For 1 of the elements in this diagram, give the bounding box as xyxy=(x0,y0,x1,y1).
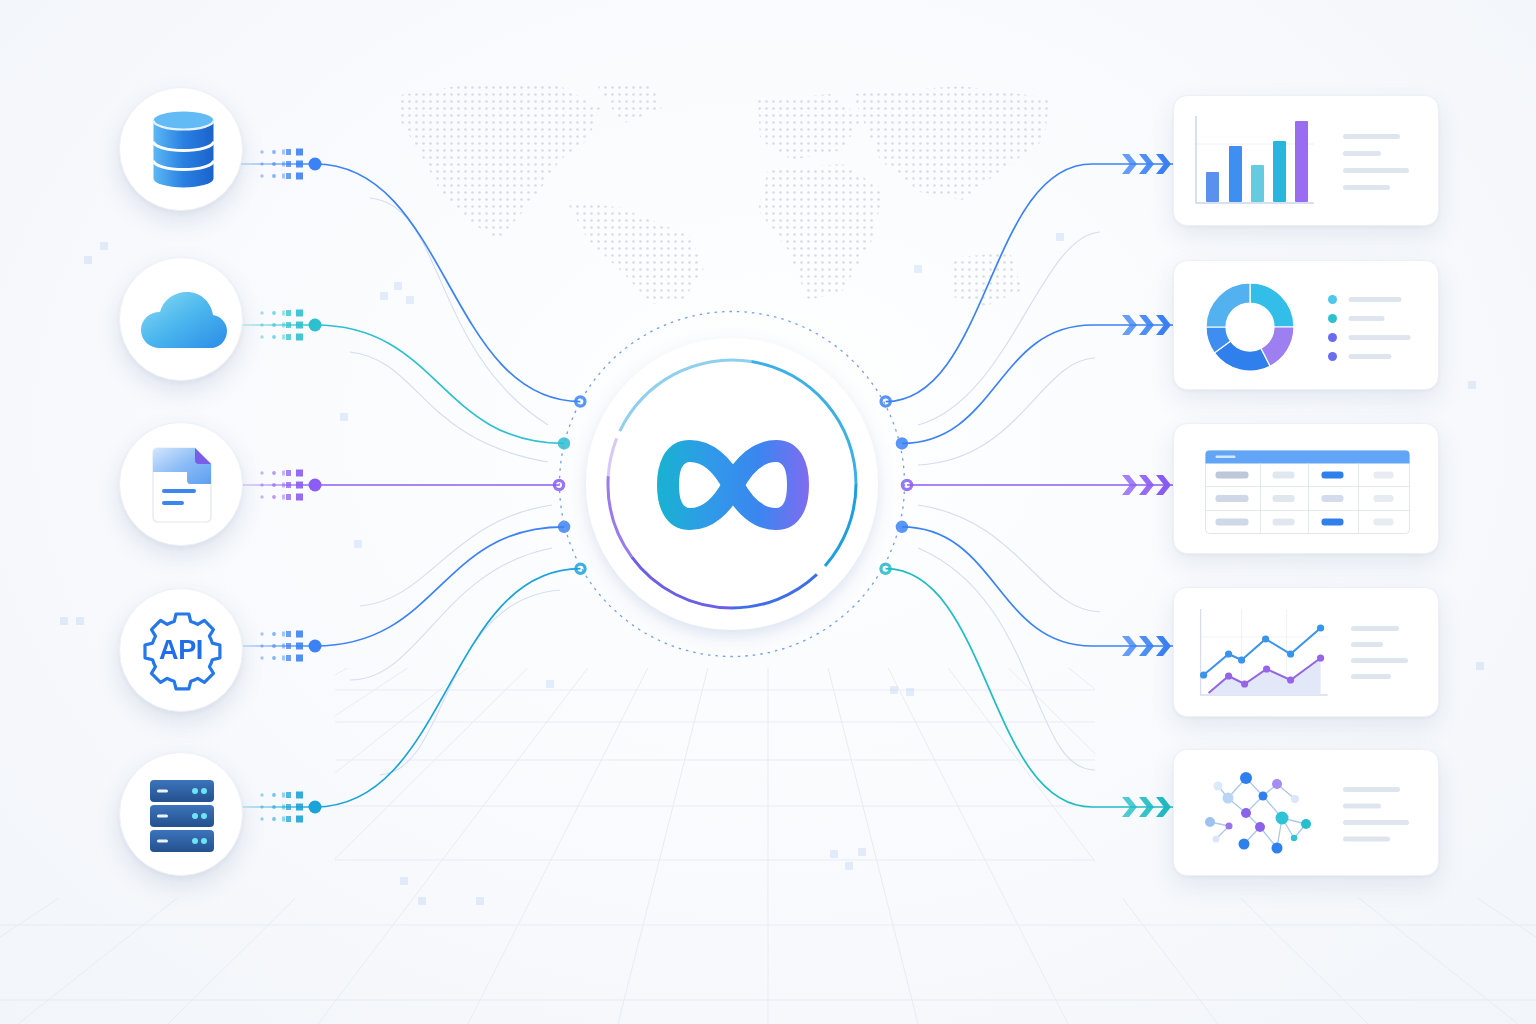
output-card xyxy=(1173,95,1439,226)
